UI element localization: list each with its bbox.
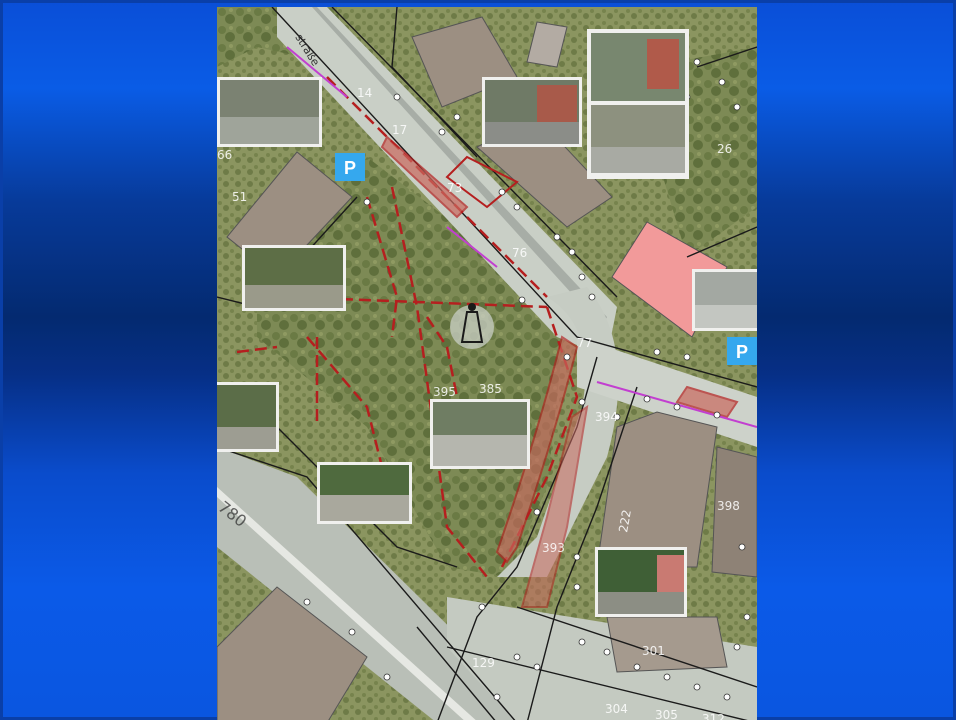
road-south [447,597,757,720]
parcel-label-312: 312 [702,712,725,720]
photo-pasted-3 [587,29,689,179]
photo-pasted-6 [217,382,279,452]
photo-pasted-4 [242,245,346,311]
parcel-label-66: 66 [217,148,232,162]
building-east-edge [711,446,757,578]
parcel-label-385: 385 [479,382,502,396]
parking-sign-east: P [727,337,757,365]
parcel-label-17: 17 [392,123,407,137]
photo-pasted-8 [317,462,412,524]
parcel-label-222: 222 [616,509,634,534]
parking-symbol-label: P [344,158,356,178]
photo-pasted-5 [692,269,757,331]
building-south-east [596,411,718,568]
parcel-label-305: 305 [655,708,678,720]
parking-sign-west: P [335,153,365,181]
parcel-label-301: 301 [642,644,665,658]
road-780-lane [217,487,476,720]
building-south-west [217,586,368,720]
parcel-label-398: 398 [717,499,740,513]
photo-pasted-7 [430,399,530,469]
road-main [277,7,617,357]
map-photo: P P [217,7,757,720]
site-plan-map: P P [217,7,757,720]
parcel-label-76: 76 [512,246,527,260]
road-center [312,7,607,327]
monument-symbol [450,303,494,349]
parcel-label-129: 129 [472,656,495,670]
road-east [577,337,757,447]
parcel-label-26: 26 [717,142,732,156]
parcel-label-14: 14 [357,86,372,100]
parcel-label-304: 304 [605,702,628,716]
photo-pasted-1 [217,77,322,147]
parking-symbol-label: P [736,342,748,362]
hatched-areas [380,135,739,608]
survey-points [303,58,751,701]
parcel-label-394: 394 [595,410,618,424]
building-small-north [526,21,568,68]
parcel-label-393: 393 [542,541,565,555]
parcel-label-395: 395 [433,385,456,399]
building-south [606,616,728,673]
parcel-label-51: 51 [232,190,247,204]
parcel-label-77: 77 [577,336,592,350]
parcel-label-73: 73 [447,181,462,195]
photo-pasted-2 [482,77,582,147]
photo-pasted-9 [595,547,687,617]
parcel-boundaries [217,7,757,720]
